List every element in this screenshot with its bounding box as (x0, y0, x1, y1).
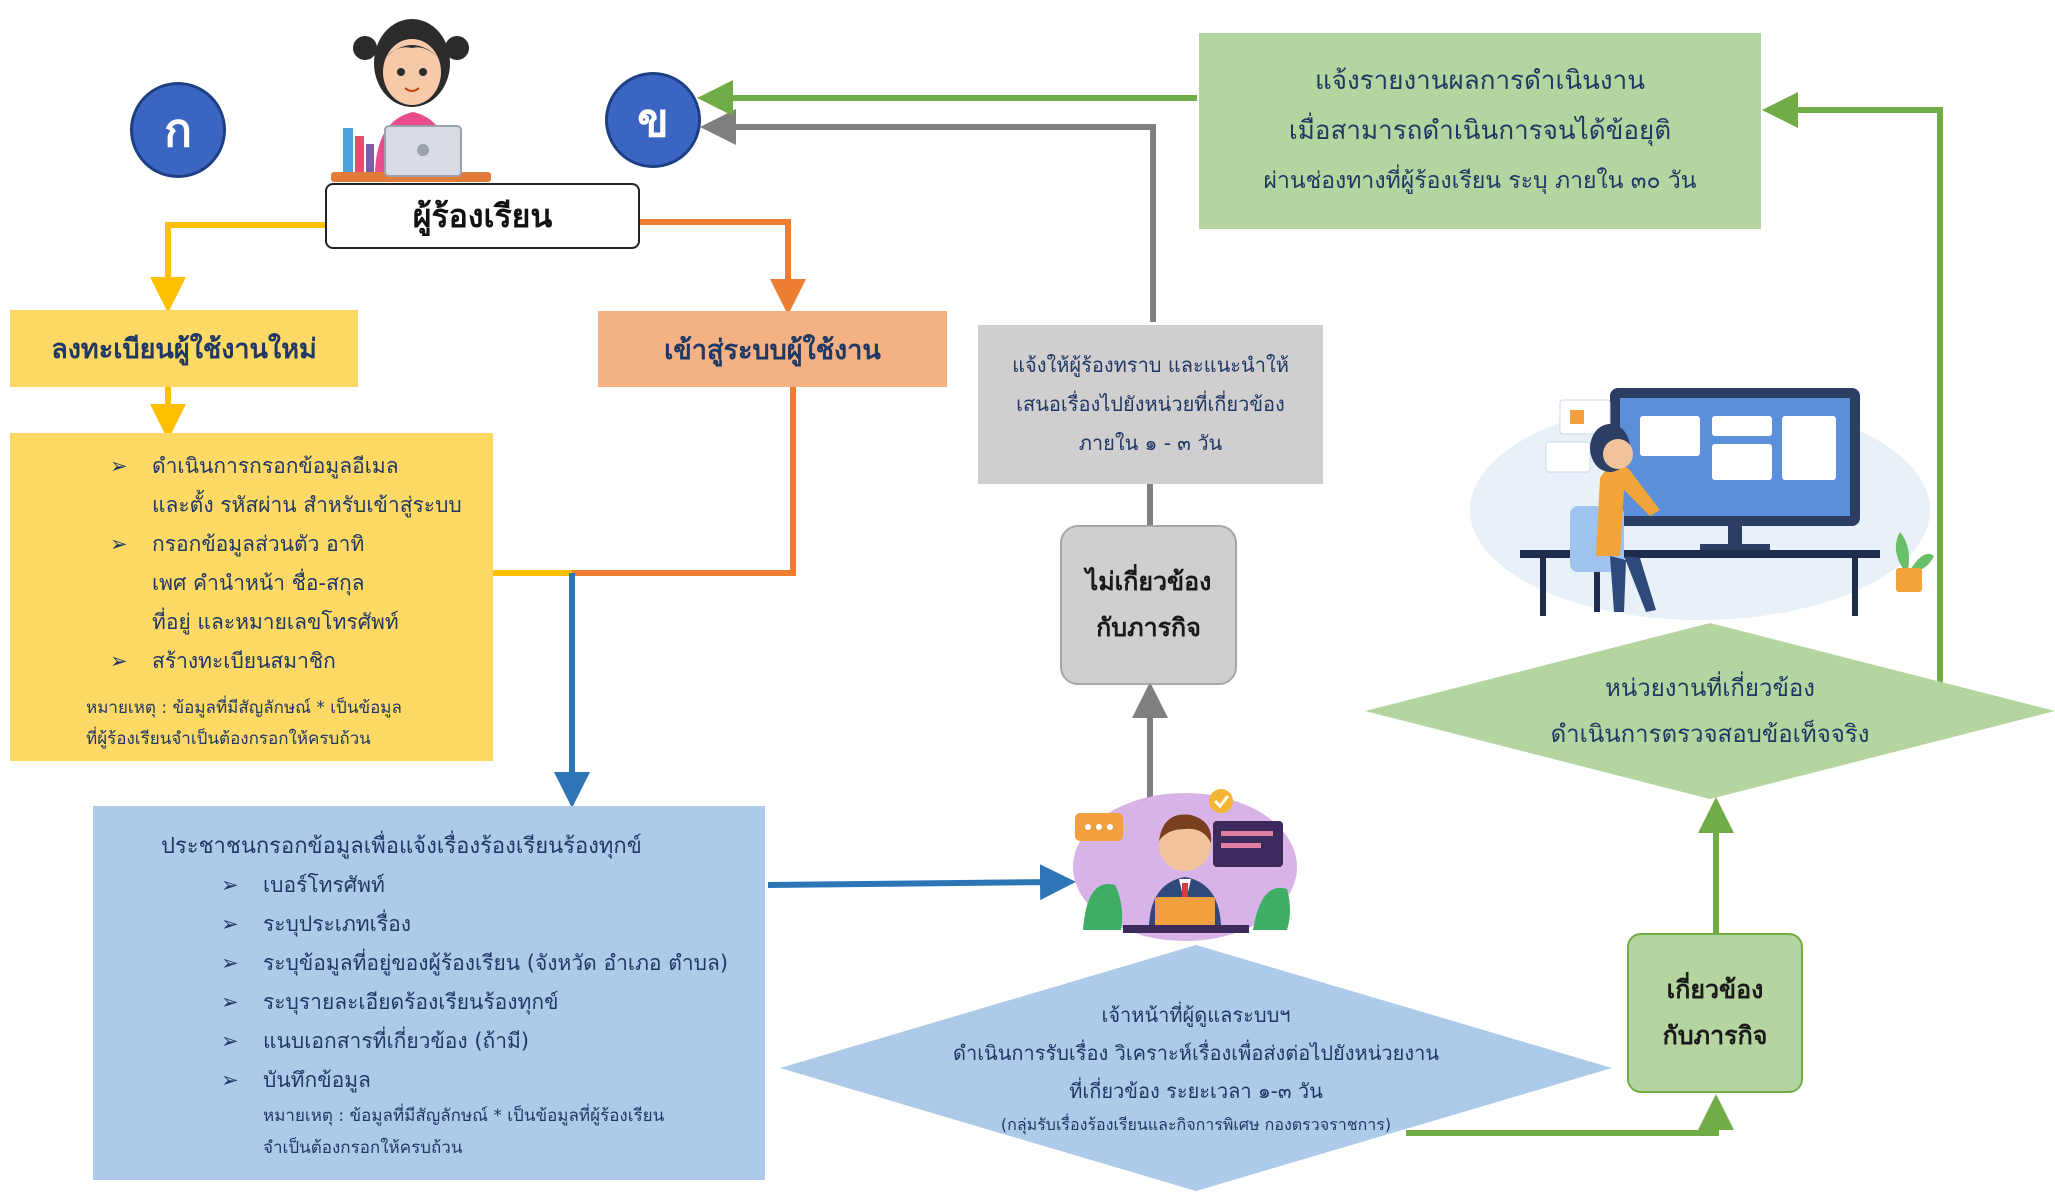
login-box: เข้าสู่ระบบผู้ใช้งาน (598, 311, 947, 387)
arrow-to-register (150, 222, 325, 313)
agency-illustration (1470, 388, 1934, 620)
related-box: เกี่ยวข้อง กับภารกิจ (1627, 933, 1803, 1093)
complaint-form-list: เบอร์โทรศัพท์ ระบุประเภทเรื่อง ระบุข้อมู… (221, 866, 755, 1100)
notify-box: แจ้งให้ผู้ร้องทราบ และแนะนำให้ เสนอเรื่อ… (978, 325, 1323, 484)
register-note: หมายเหตุ : ข้อมูลที่มีสัญลักษณ์ * เป็นข้… (86, 698, 402, 749)
complaint-form-item: ระบุรายละเอียดร้องเรียนร้องทุกข์ (221, 983, 755, 1022)
officer-line: เจ้าหน้าที่ผู้ดูแลระบบฯ (1101, 1003, 1291, 1027)
report-line: แจ้งรายงานผลการดำเนินงาน (1314, 66, 1645, 96)
officer-line: ที่เกี่ยวข้อง ระยะเวลา ๑-๓ วัน (1069, 1079, 1323, 1103)
officer-sub: (กลุ่มรับเรื่องร้องเรียนและกิจการพิเศษ ก… (1000, 1115, 1392, 1134)
notify-text: แจ้งให้ผู้ร้องทราบ และแนะนำให้ เสนอเรื่อ… (1012, 353, 1289, 455)
complaint-form-item: ระบุข้อมูลที่อยู่ของผู้ร้องเรียน (จังหวั… (221, 944, 755, 983)
complaint-form-item: บันทึกข้อมูล (221, 1061, 755, 1100)
arrow-officer-to-related (1406, 1094, 1734, 1136)
register-steps-box: ดำเนินการกรอกข้อมูลอีเมล และตั้ง รหัสผ่า… (10, 433, 493, 761)
arrow-agency-to-report (1762, 92, 1943, 690)
report-box: แจ้งรายงานผลการดำเนินงาน เมื่อสามารถดำเน… (1199, 33, 1761, 229)
arrow-notify-to-kho (700, 109, 1156, 322)
register-step: ดำเนินการกรอกข้อมูลอีเมล และตั้ง รหัสผ่า… (110, 447, 483, 525)
login-title: เข้าสู่ระบบผู้ใช้งาน (664, 334, 881, 366)
not-related-box: ไม่เกี่ยวข้อง กับภารกิจ (1060, 525, 1237, 685)
complaint-form-box: ประชาชนกรอกข้อมูลเพื่อแจ้งเรื่องร้องเรีย… (93, 806, 765, 1180)
arrow-to-login (640, 219, 806, 315)
agency-line: ดำเนินการตรวจสอบข้อเท็จจริง (1550, 720, 1870, 748)
report-line: เมื่อสามารถดำเนินการจนได้ข้อยุติ (1288, 116, 1672, 146)
register-step: สร้างทะเบียนสมาชิก (110, 642, 483, 681)
not-related-label: ไม่เกี่ยวข้อง กับภารกิจ (1085, 567, 1212, 642)
register-step: กรอกข้อมูลส่วนตัว อาทิ เพศ คำนำหน้า ชื่อ… (110, 525, 483, 642)
agency-diamond: หน่วยงานที่เกี่ยวข้อง ดำเนินการตรวจสอบข้… (1365, 623, 2055, 799)
badge-ko: ก (130, 82, 226, 178)
complaint-form-item: แนบเอกสารที่เกี่ยวข้อง (ถ้ามี) (221, 1022, 755, 1061)
complaint-form-note: หมายเหตุ : ข้อมูลที่มีสัญลักษณ์ * เป็นข้… (263, 1106, 665, 1158)
related-label: เกี่ยวข้อง กับภารกิจ (1662, 975, 1768, 1050)
arrow-form-to-officer (767, 864, 1076, 901)
complainant-label-box: ผู้ร้องเรียน (325, 183, 640, 249)
register-title-box: ลงทะเบียนผู้ใช้งานใหม่ (10, 310, 358, 387)
badge-kho: ข (605, 72, 701, 168)
officer-diamond: เจ้าหน้าที่ผู้ดูแลระบบฯ ดำเนินการรับเรื่… (780, 945, 1612, 1191)
report-line: ผ่านช่องทางที่ผู้ร้องเรียน ระบุ ภายใน ๓๐… (1263, 168, 1697, 194)
complaint-form-item: ระบุประเภทเรื่อง (221, 905, 755, 944)
complaint-form-item: เบอร์โทรศัพท์ (221, 866, 755, 905)
line-login-to-form (572, 387, 796, 576)
complainant-label: ผู้ร้องเรียน (412, 196, 553, 235)
complaint-form-title: ประชาชนกรอกข้อมูลเพื่อแจ้งเรื่องร้องเรีย… (161, 834, 642, 859)
complainant-illustration (331, 19, 491, 182)
register-steps-list: ดำเนินการกรอกข้อมูลอีเมล และตั้ง รหัสผ่า… (110, 447, 483, 681)
register-title: ลงทะเบียนผู้ใช้งานใหม่ (51, 334, 317, 365)
officer-line: ดำเนินการรับเรื่อง วิเคราะห์เรื่องเพื่อส… (952, 1041, 1440, 1065)
officer-illustration (1073, 789, 1297, 941)
agency-line: หน่วยงานที่เกี่ยวข้อง (1605, 674, 1815, 702)
